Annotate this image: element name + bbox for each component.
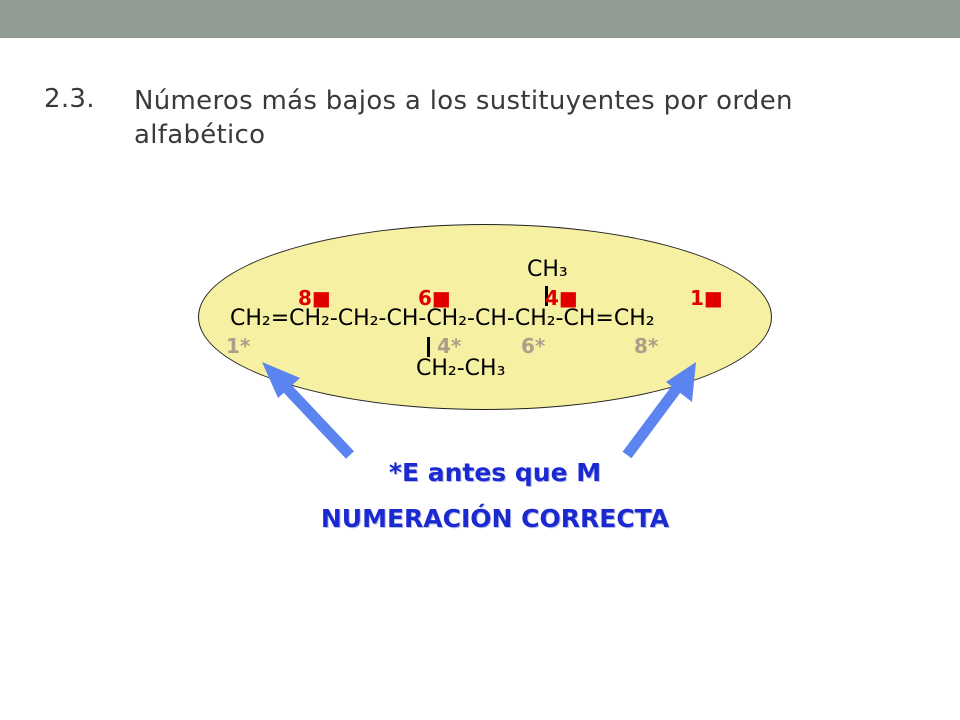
gray-locant-2: 4*: [437, 334, 462, 358]
red-locant-2: 6■: [418, 286, 451, 310]
top-substituent: CH₃: [527, 257, 568, 282]
note-line-2: NUMERACIÓN CORRECTA: [320, 504, 670, 533]
gray-locant-3: 6*: [521, 334, 546, 358]
red-locant-4: 1■: [690, 286, 723, 310]
right-arrow: [622, 362, 696, 459]
left-arrow: [262, 362, 355, 459]
top-bond: [545, 286, 548, 306]
red-locant-3: 4■: [545, 286, 578, 310]
top-bar: [0, 0, 960, 38]
bottom-substituent: CH₂-CH₃: [416, 356, 506, 381]
gray-locant-4: 8*: [634, 334, 659, 358]
main-chain: CH₂=CH₂-CH₂-CH-CH₂-CH-CH₂-CH=CH₂: [230, 306, 655, 331]
section-number: 2.3.: [44, 84, 95, 114]
gray-locant-1: 1*: [226, 334, 251, 358]
note-line-1: *E antes que M: [388, 458, 602, 487]
bottom-bond: [427, 337, 430, 357]
slide-title: Números más bajos a los sustituyentes po…: [134, 86, 793, 150]
red-locant-1: 8■: [298, 286, 331, 310]
